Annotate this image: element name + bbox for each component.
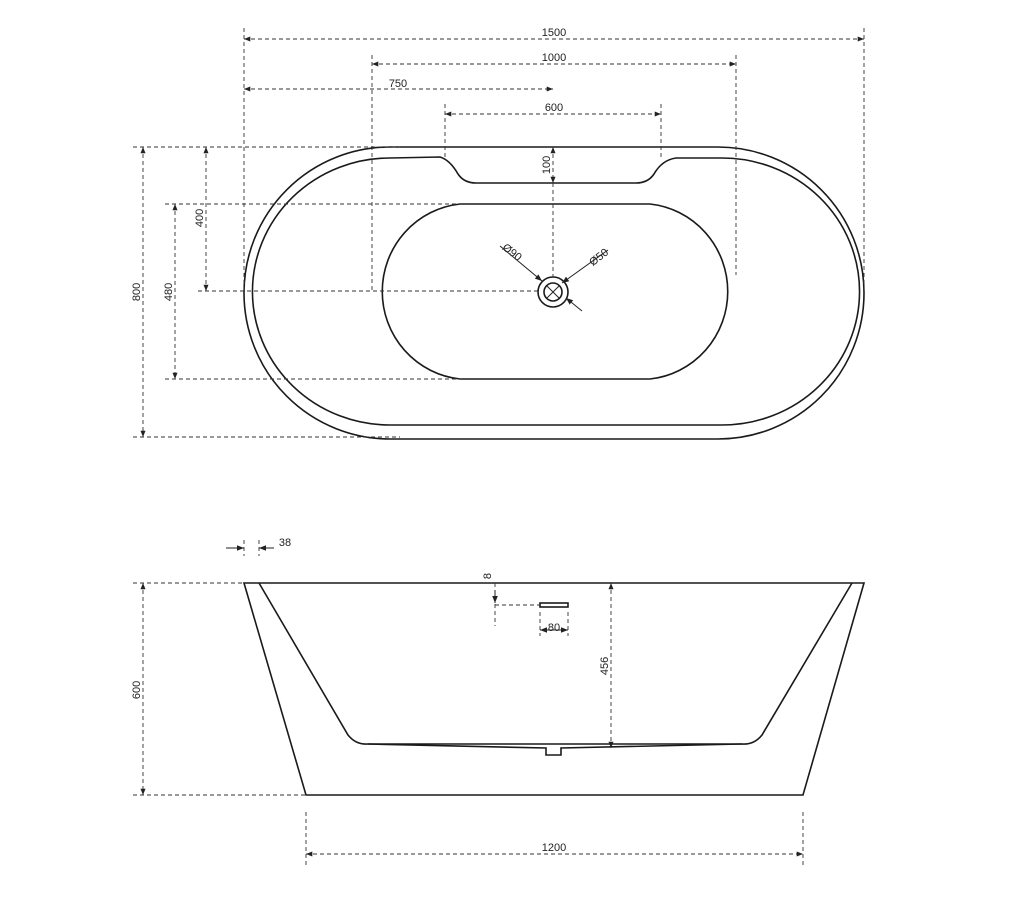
dim-drain-outer-dia: Ø90	[500, 242, 524, 264]
dim-overall-height: 600	[131, 681, 143, 699]
top-view-dimension-lines	[133, 28, 865, 438]
dim-inner-width: 480	[163, 283, 175, 301]
dim-headrest-width: 600	[545, 102, 563, 114]
dim-overall-width: 800	[131, 283, 143, 301]
dim-drain-from-edge: 400	[194, 209, 206, 227]
dim-inner-length: 1000	[542, 52, 566, 64]
side-view-dimension-lines	[133, 540, 804, 865]
drain-cross-mark	[546, 285, 560, 299]
dim-drain-offset: 750	[389, 78, 407, 90]
overflow-slot	[539, 602, 569, 608]
tub-side-floor	[367, 743, 743, 756]
tub-outer-outline	[243, 146, 865, 440]
dim-base-length: 1200	[542, 842, 566, 854]
dim-overflow-width: 80	[548, 622, 560, 634]
dim-overflow-depth: 8	[482, 573, 494, 579]
dim-rim-thickness: 38	[279, 537, 291, 549]
tub-basin-outline	[381, 203, 729, 380]
dim-overall-length: 1500	[542, 27, 566, 39]
tub-side-outline	[242, 582, 866, 796]
tub-inner-rim-outline	[251, 156, 861, 426]
side-view: 38 8 80 456 600 1200	[131, 537, 866, 865]
tub-side-inner-bowl	[258, 582, 853, 745]
dim-inner-depth: 456	[599, 657, 611, 675]
drain-inner-circle	[543, 282, 563, 302]
dim-headrest-depth: 100	[541, 156, 553, 174]
top-view: 1500 1000 750 600 100 800 480 400 Ø90 Ø5…	[131, 27, 865, 440]
